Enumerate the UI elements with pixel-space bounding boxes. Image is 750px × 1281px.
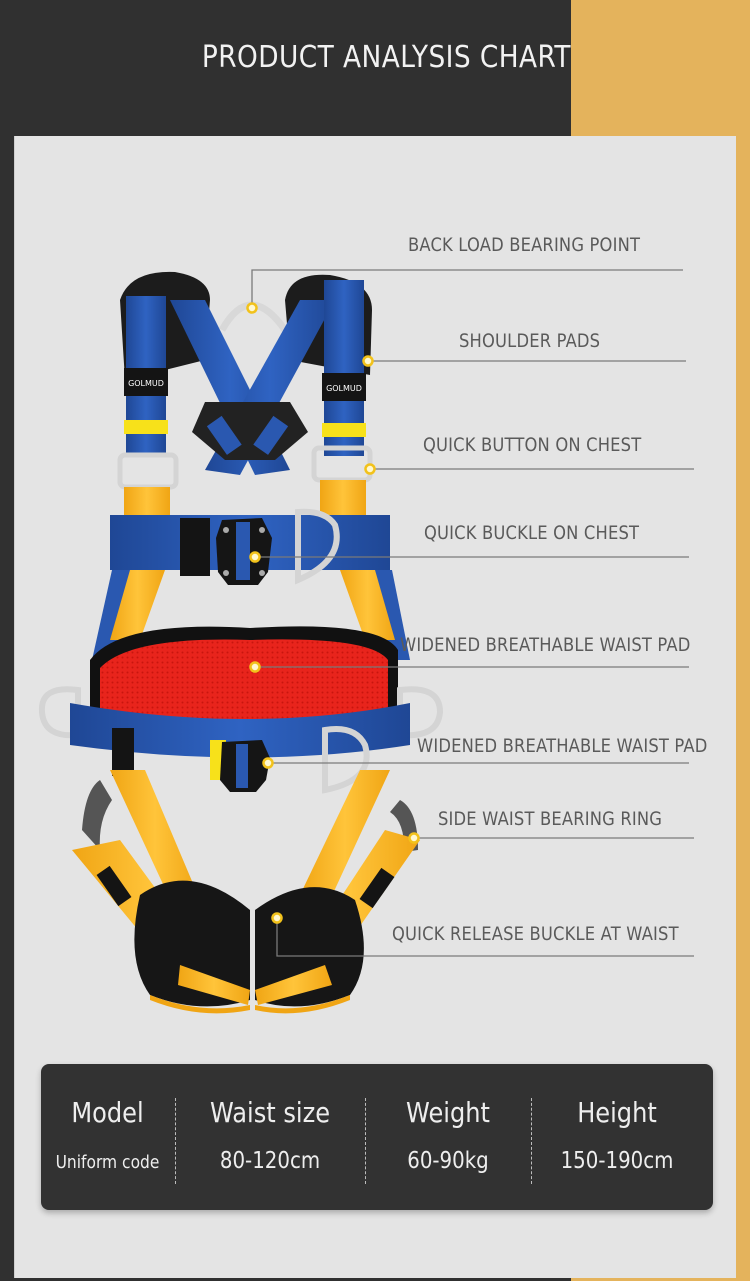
callout-dot-icon xyxy=(249,661,261,673)
spec-col-height: Height 150-190cm xyxy=(531,1064,703,1210)
svg-text:GOLMUD: GOLMUD xyxy=(326,384,362,393)
callout-dot-icon xyxy=(246,302,258,314)
spec-header: Weight xyxy=(406,1096,490,1129)
callout-dot-icon xyxy=(408,832,420,844)
spec-table: Model Uniform code Waist size 80-120cm W… xyxy=(41,1064,713,1210)
spec-value: 60-90kg xyxy=(407,1148,489,1174)
spec-col-model: Model Uniform code xyxy=(41,1064,174,1210)
divider xyxy=(175,1098,176,1184)
spec-col-weight: Weight 60-90kg xyxy=(365,1064,531,1210)
spec-value: 80-120cm xyxy=(219,1148,321,1174)
spec-value: 150-190cm xyxy=(560,1148,674,1174)
callout-dot-icon xyxy=(362,355,374,367)
divider xyxy=(531,1098,532,1184)
spec-value: Uniform code xyxy=(55,1152,160,1173)
callout-dot-icon xyxy=(271,912,283,924)
callout-label: QUICK BUTTON ON CHEST xyxy=(423,434,642,456)
brand-mark: GOLMUD xyxy=(128,379,164,388)
callout-dot-icon xyxy=(364,463,376,475)
callout-label: BACK LOAD BEARING POINT xyxy=(408,234,641,256)
callout-label: WIDENED BREATHABLE WAIST PAD xyxy=(417,735,708,757)
spec-header: Waist size xyxy=(209,1096,331,1129)
callout-line xyxy=(276,918,694,957)
callout-label: QUICK RELEASE BUCKLE AT WAIST xyxy=(392,923,679,945)
header-bar xyxy=(0,0,571,137)
spec-header: Height xyxy=(577,1096,657,1129)
spec-col-waist: Waist size 80-120cm xyxy=(175,1064,365,1210)
callout-label: SIDE WAIST BEARING RING xyxy=(438,808,663,830)
divider xyxy=(365,1098,366,1184)
callout-dot-icon xyxy=(262,757,274,769)
callout-label: QUICK BUCKLE ON CHEST xyxy=(424,522,640,544)
callout-dot-icon xyxy=(249,551,261,563)
callout-label: WIDENED BREATHABLE WAIST PAD xyxy=(400,634,691,656)
callout-label: SHOULDER PADS xyxy=(459,330,601,352)
spec-header: Model xyxy=(71,1096,144,1129)
callout-line xyxy=(251,269,683,308)
page-title: PRODUCT ANALYSIS CHART xyxy=(201,40,572,75)
